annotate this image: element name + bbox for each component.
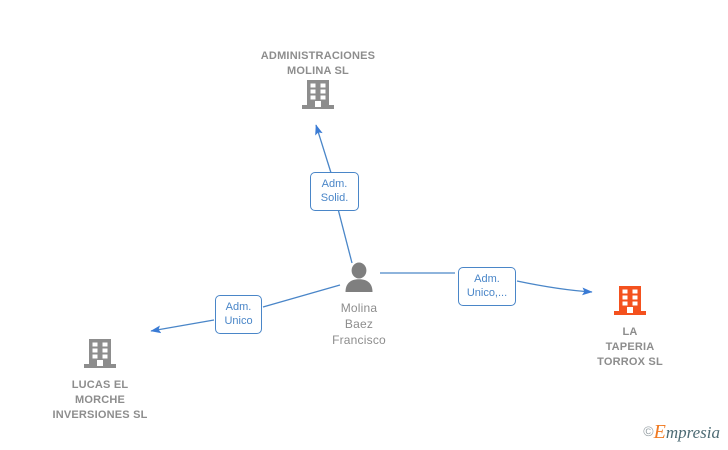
edge-adm-unico-right xyxy=(380,272,593,296)
edge-adm-unico-left xyxy=(150,284,341,334)
building-icon[interactable] xyxy=(218,79,418,116)
node-la-taperia-torrox[interactable]: LA TAPERIA TORROX SL xyxy=(530,285,728,370)
edge-label-adm-unico-right[interactable]: Adm. Unico,... xyxy=(458,267,516,306)
node-administraciones-molina[interactable]: ADMINISTRACIONES MOLINA SL xyxy=(218,46,418,116)
node-label: LUCAS EL MORCHE INVERSIONES SL xyxy=(52,379,148,421)
empresia-watermark: ©Empresia xyxy=(643,421,720,444)
brand-name: mpresia xyxy=(665,423,720,442)
edge-adm-solid xyxy=(315,124,353,264)
node-molina-baez-francisco[interactable]: Molina Baez Francisco xyxy=(259,262,459,348)
building-icon[interactable] xyxy=(530,285,728,322)
node-label: LA TAPERIA TORROX SL xyxy=(597,326,663,368)
node-lucas-el-morche-inversiones[interactable]: LUCAS EL MORCHE INVERSIONES SL xyxy=(0,338,200,423)
building-icon[interactable] xyxy=(0,338,200,375)
node-label: Molina Baez Francisco xyxy=(332,301,386,347)
edge-label-adm-solid[interactable]: Adm. Solid. xyxy=(310,172,359,211)
edge-label-adm-unico-left[interactable]: Adm. Unico xyxy=(215,295,262,334)
copyright-icon: © xyxy=(643,423,654,439)
brand-initial: E xyxy=(653,421,666,443)
person-icon[interactable] xyxy=(259,262,459,297)
node-label: ADMINISTRACIONES MOLINA SL xyxy=(260,50,376,77)
